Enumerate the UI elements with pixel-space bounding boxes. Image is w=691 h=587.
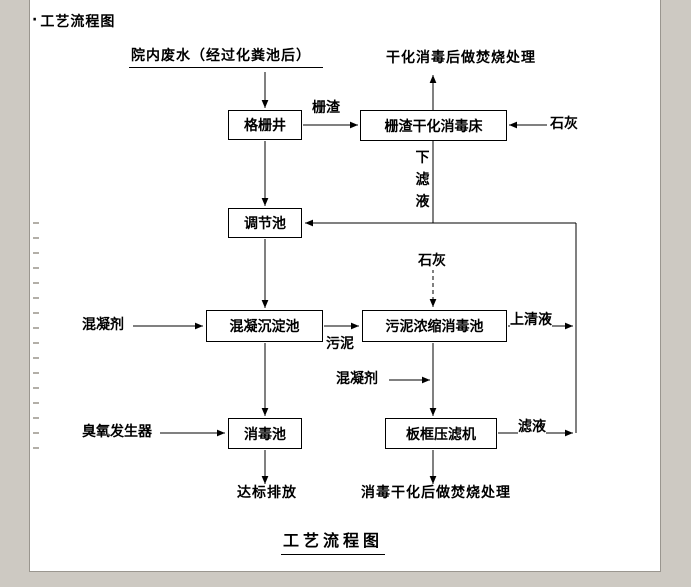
label-discharge: 达标排放 <box>237 485 297 502</box>
node-coagulation-sedimentation-tank: 混凝沉淀池 <box>206 310 323 342</box>
page-title-text: 工艺流程图 <box>40 14 116 30</box>
node-disinfection-tank: 消毒池 <box>228 418 302 449</box>
node-filter-press: 板框压滤机 <box>385 418 497 449</box>
page-title: ·工艺流程图 <box>32 11 115 31</box>
label-lime-mid: 石灰 <box>418 253 446 270</box>
document-page <box>29 0 661 572</box>
node-residue-drying-bed: 栅渣干化消毒床 <box>360 110 507 141</box>
node-regulating-tank: 调节池 <box>228 208 302 238</box>
label-screen-residue: 栅渣 <box>312 100 340 117</box>
label-ozone-generator: 臭氧发生器 <box>82 424 152 441</box>
label-incineration-top: 干化消毒后做焚烧处理 <box>386 50 536 67</box>
margin-change-marks <box>33 222 39 452</box>
label-coagulant-mid: 混凝剂 <box>336 371 378 388</box>
label-incineration-bottom: 消毒干化后做焚烧处理 <box>361 485 511 502</box>
node-grid-well: 格栅井 <box>228 110 302 140</box>
label-sludge: 污泥 <box>326 336 354 353</box>
label-influent: 院内废水（经过化粪池后） <box>129 48 323 68</box>
label-coagulant-left: 混凝剂 <box>82 317 124 334</box>
label-supernatant: 上清液 <box>510 312 552 329</box>
label-down-filtrate: 下滤液 <box>414 147 431 213</box>
diagram-caption: 工艺流程图 <box>281 527 386 555</box>
bullet-icon: · <box>32 12 39 28</box>
label-filtrate: 滤液 <box>518 419 546 436</box>
label-lime-top: 石灰 <box>550 116 578 133</box>
node-sludge-thickening-disinfection-tank: 污泥浓缩消毒池 <box>362 310 507 342</box>
